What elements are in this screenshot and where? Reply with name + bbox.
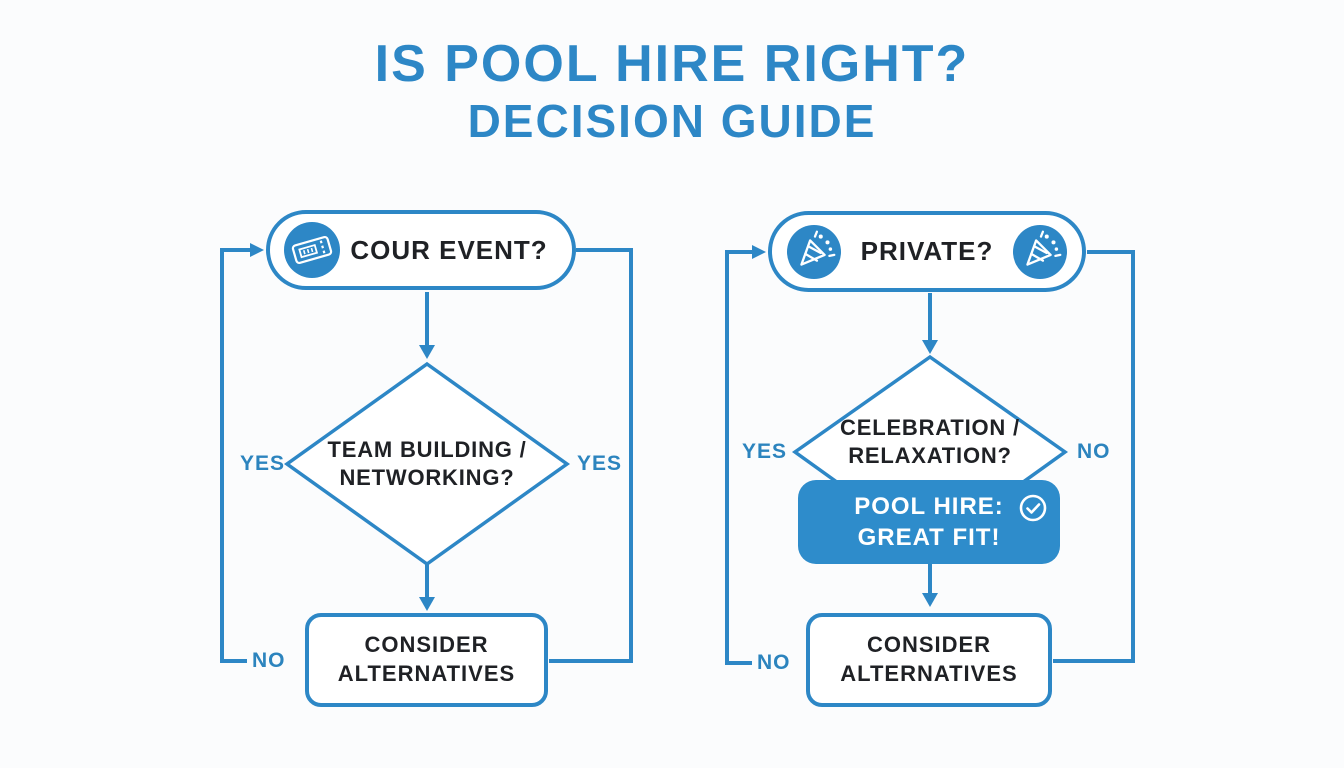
page-title: IS POOL HIRE RIGHT? [374, 35, 970, 93]
right-decision-text: CELEBRATION / RELAXATION? [840, 415, 1020, 468]
left-entry-arrowhead [250, 243, 264, 257]
party-popper-icon [1012, 224, 1068, 280]
right-diamond-arrowhead [922, 340, 938, 354]
right-no-label: NO [1077, 440, 1111, 463]
left-right-loop-line [549, 248, 633, 663]
right-question-pill: PRIVATE? [768, 211, 1086, 292]
right-result-box: CONSIDER ALTERNATIVES [806, 613, 1052, 707]
left-no-label: NO [252, 649, 286, 672]
left-decision-text: TEAM BUILDING / NETWORKING? [327, 437, 527, 490]
right-yes-label: YES [742, 440, 788, 463]
page-subtitle: DECISION GUIDE [467, 95, 877, 148]
left-question-label: COUR EVENT? [350, 234, 548, 265]
check-circle-icon [1018, 493, 1048, 523]
right-entry-arrowhead [752, 245, 766, 259]
right-right-loop-line [1053, 250, 1135, 663]
pool-hire-outcome-box: POOL HIRE: GREAT FIT! [798, 480, 1060, 564]
left-loop-line [220, 248, 250, 663]
left-yes-left-label: YES [240, 452, 286, 475]
left-question-pill: COUR EVENT? [266, 210, 576, 290]
right-question-label: PRIVATE? [860, 236, 994, 266]
title-block: IS POOL HIRE RIGHT? DECISION GUIDE [0, 36, 1344, 147]
left-result-box: CONSIDER ALTERNATIVES [305, 613, 548, 707]
right-loop-line [725, 250, 752, 665]
right-result-arrowhead [922, 593, 938, 607]
left-yes-right-label: YES [577, 452, 623, 475]
party-popper-icon [786, 224, 842, 280]
left-result-arrowhead [419, 597, 435, 611]
right-no-bottom-label: NO [757, 651, 791, 674]
left-diamond-arrowhead [419, 345, 435, 359]
ticket-icon [284, 222, 340, 278]
